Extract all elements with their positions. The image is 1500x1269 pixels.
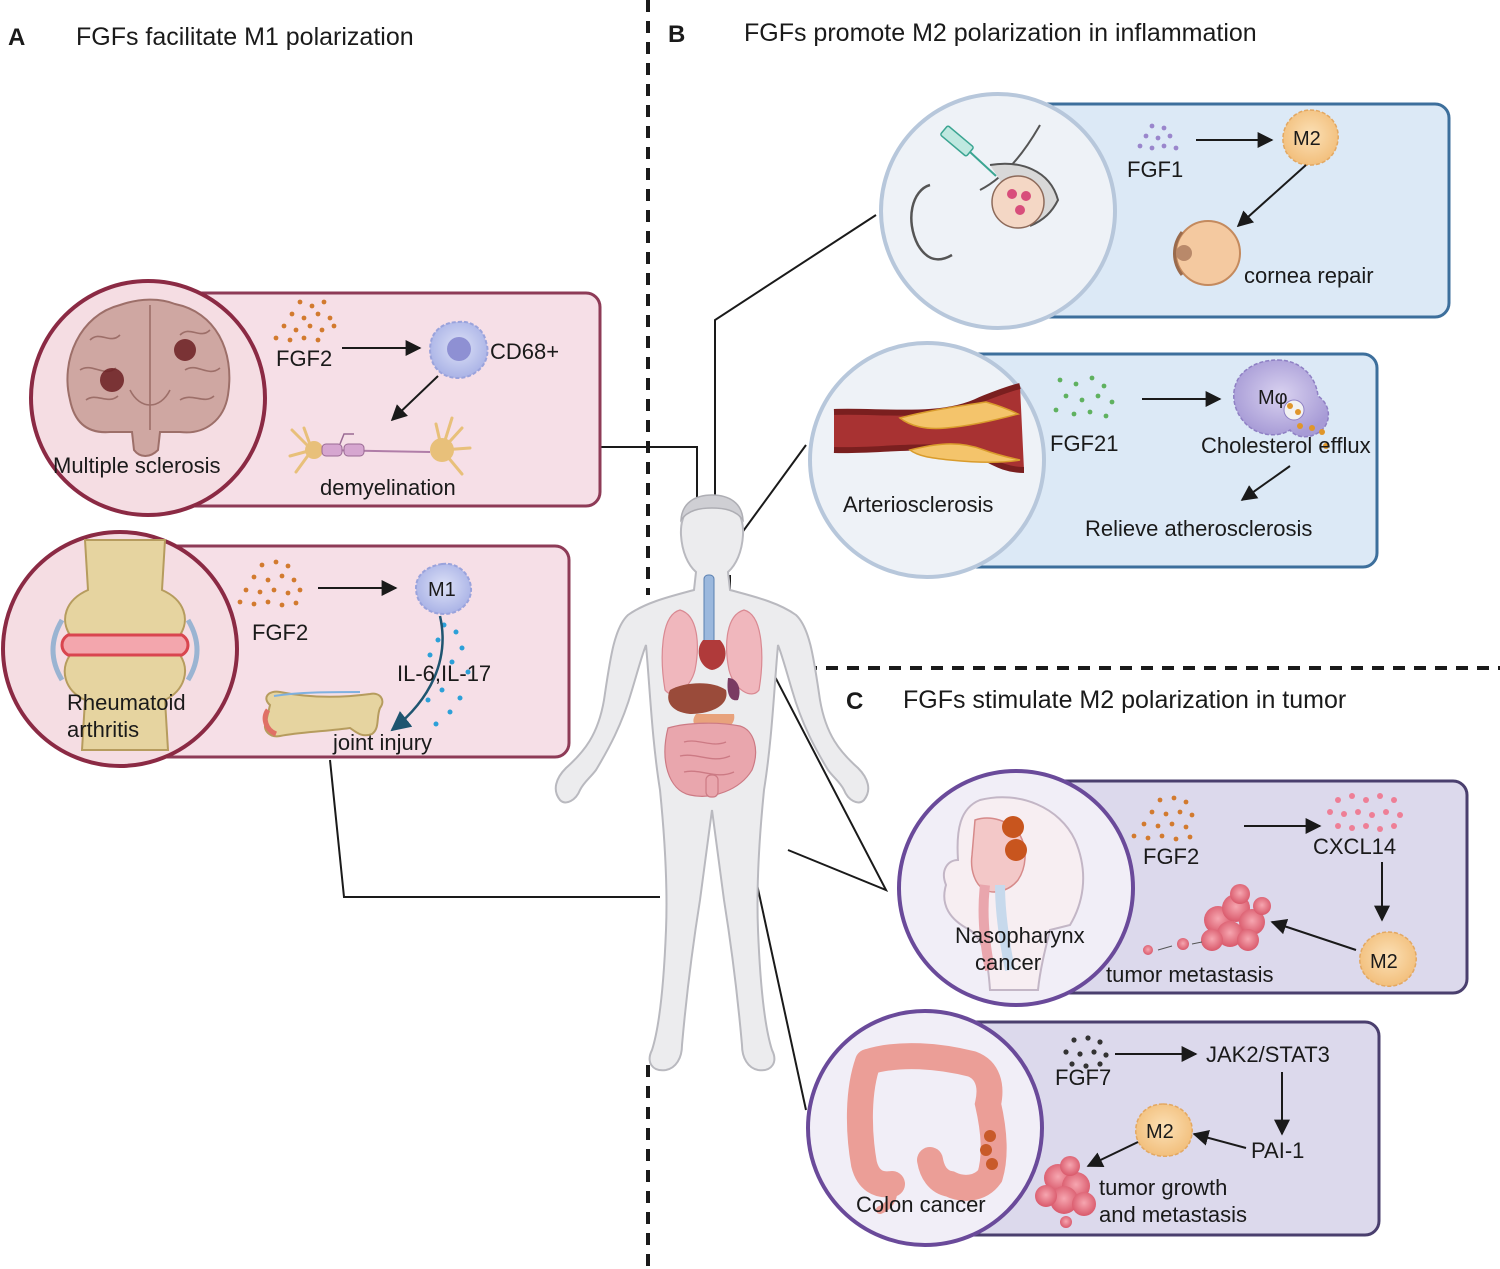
panel-c-title: FGFs stimulate M2 polarization in tumor [903, 686, 1346, 714]
cornea-factor-label: FGF1 [1127, 157, 1183, 182]
tumor-cluster-colon [1035, 1156, 1096, 1228]
arterio-arrow-process-to-outcome [1240, 465, 1291, 501]
fgf21-dots [1053, 375, 1115, 419]
panel-b-letter: B [668, 21, 685, 48]
cornea-arrow-cell-to-eye [1236, 164, 1307, 228]
cornea-outcome-label: cornea repair [1244, 263, 1374, 288]
ra-outcome-label: joint injury [332, 730, 432, 755]
ra-disease-label-line2: arthritis [67, 717, 139, 742]
fgf2-dots-ra [237, 559, 303, 608]
cxcl14-dots [1327, 793, 1403, 832]
artery-illustration [833, 383, 1025, 473]
naso-arrow-cell-to-tumor [1270, 918, 1357, 951]
arterio-factor-label: FGF21 [1050, 431, 1118, 456]
head-profile-illustration [942, 796, 1085, 991]
neuron-illustration [288, 416, 472, 476]
arterio-disease-label: Arteriosclerosis [843, 492, 993, 517]
m2-cell-colon [1135, 1103, 1193, 1158]
eye-injection-illustration [910, 124, 1060, 261]
m2-cell-cornea [1282, 109, 1339, 166]
ra-cytokine-label: IL-6,IL-17 [397, 661, 491, 686]
naso-outcome-label: tumor metastasis [1106, 962, 1274, 987]
box-rheumatoid-arthritis: Rheumatoid arthritis FGF2 M1 IL-6,IL-17 … [1, 530, 571, 768]
joint-illustration [50, 539, 200, 751]
arterio-process-label: Cholesterol efflux [1201, 433, 1371, 458]
ms-disease-label: Multiple sclerosis [53, 453, 221, 478]
human-body-illustration [554, 494, 870, 1072]
naso-disease-label-line2: cancer [975, 950, 1041, 975]
colon-mediator-label: PAI-1 [1251, 1138, 1304, 1163]
ms-arrow-cell-to-outcome [390, 375, 439, 422]
eyeball-illustration [1173, 220, 1241, 286]
box-cornea: FGF1 M2 cornea repair [879, 92, 1451, 330]
box-colon: Colon cancer FGF7 JAK2/STAT3 PAI-1 M2 tu… [806, 1009, 1381, 1247]
m1-cell [414, 562, 473, 616]
fgf2-dots-naso [1131, 795, 1195, 842]
naso-factor-label: FGF2 [1143, 844, 1199, 869]
colon-illustration [846, 1043, 1007, 1214]
fgf1-dots [1137, 123, 1179, 151]
colon-arrow-mediator-to-cell [1192, 1130, 1247, 1149]
cd68-cell [429, 320, 489, 379]
ra-factor-label: FGF2 [252, 620, 308, 645]
cornea-cell-label: M2 [1293, 128, 1321, 150]
arterio-outcome-label: Relieve atherosclerosis [1085, 516, 1312, 541]
box-nasopharynx: Nasopharynx cancer FGF2 CXCL14 M2 [897, 769, 1469, 1007]
colon-factor-label: FGF7 [1055, 1065, 1111, 1090]
fgf2-dots-ms [273, 299, 337, 343]
naso-disease-label-line1: Nasopharynx [955, 923, 1085, 948]
macrophage-cell [1233, 359, 1330, 449]
panel-c-letter: C [846, 688, 863, 715]
naso-cell-label: M2 [1370, 951, 1398, 973]
tumor-cluster-naso [1143, 884, 1271, 955]
box-arteriosclerosis: Arteriosclerosis FGF21 Mφ Cholesterol ef… [808, 341, 1379, 579]
panel-a-title: FGFs facilitate M1 polarization [76, 23, 414, 51]
ms-cell-label: CD68+ [490, 339, 559, 364]
colon-disease-label: Colon cancer [856, 1192, 986, 1217]
naso-mediator-label: CXCL14 [1313, 834, 1396, 859]
box-multiple-sclerosis: Multiple sclerosis FGF2 CD68+ [29, 279, 602, 517]
ms-outcome-label: demyelination [320, 475, 456, 500]
bone-illustration [262, 690, 384, 738]
colon-pathway-label: JAK2/STAT3 [1206, 1042, 1330, 1067]
panel-b-title: FGFs promote M2 polarization in inflamma… [744, 19, 1257, 47]
arterio-cell-label: Mφ [1258, 387, 1288, 409]
panel-a-letter: A [8, 24, 25, 51]
colon-arrow-cell-to-tumor [1086, 1141, 1139, 1167]
colon-outcome-label-line1: tumor growth [1099, 1175, 1227, 1200]
ra-cell-label: M1 [428, 579, 456, 601]
brain-illustration [66, 298, 231, 457]
fgf7-dots [1063, 1035, 1109, 1069]
colon-outcome-label-line2: and metastasis [1099, 1202, 1247, 1227]
ra-disease-label-line1: Rheumatoid [67, 690, 186, 715]
cytokine-dots [425, 622, 471, 727]
ms-factor-label: FGF2 [276, 346, 332, 371]
ra-arrow-cell-to-injury [390, 615, 444, 732]
m2-cell-naso [1359, 931, 1417, 987]
colon-cell-label: M2 [1146, 1121, 1174, 1143]
